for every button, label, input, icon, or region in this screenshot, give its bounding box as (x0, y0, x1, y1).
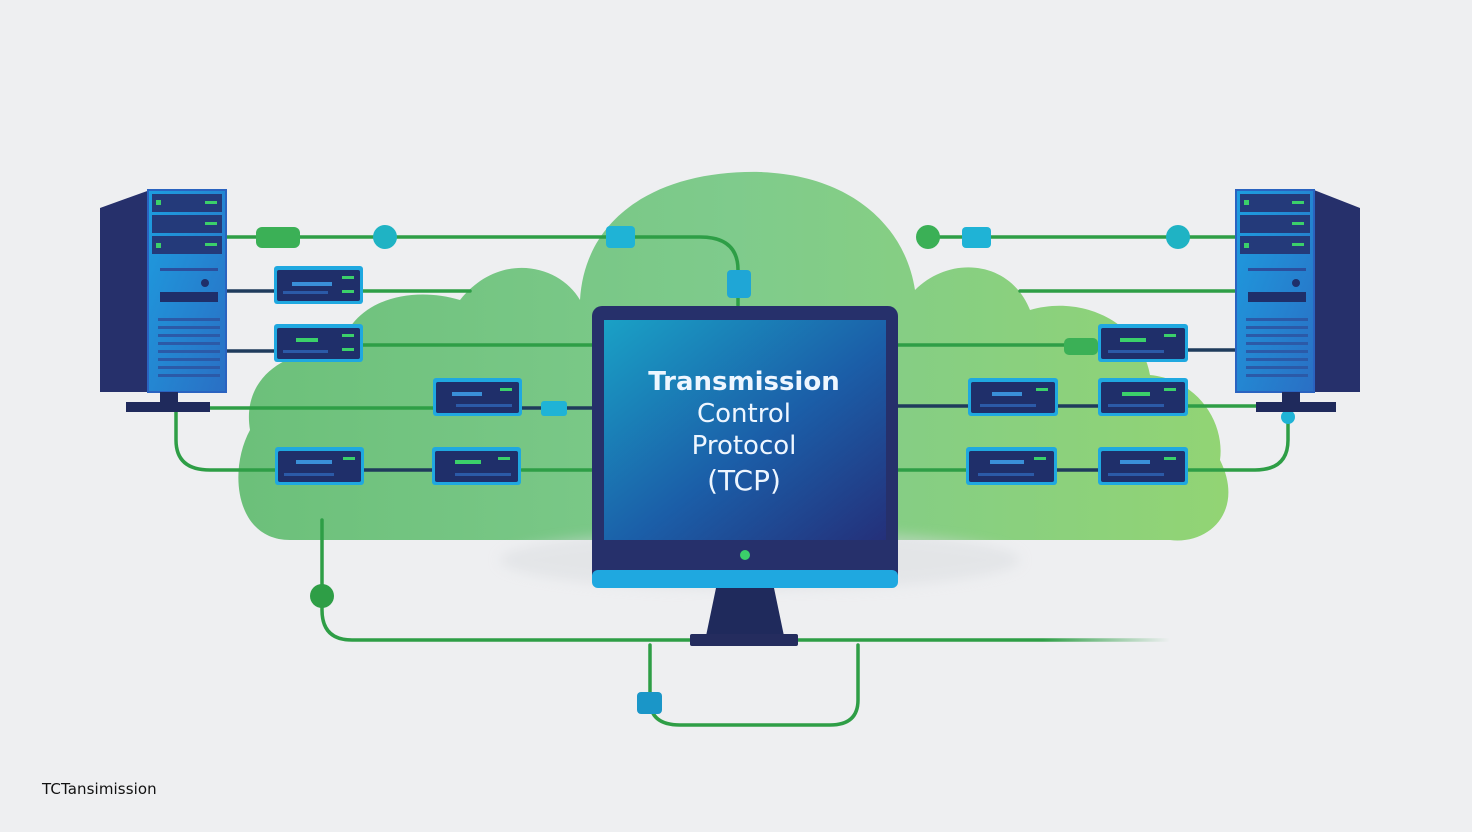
link-node-icon (541, 401, 567, 416)
link-node-icon (1281, 410, 1295, 424)
network-switch-icon (968, 378, 1058, 416)
server-left (100, 189, 227, 412)
monitor-power-led (740, 550, 750, 560)
link-node-icon (373, 225, 397, 249)
monitor-title-line: Protocol (691, 431, 797, 461)
network-switches (274, 266, 1188, 485)
link-node-icon (916, 225, 940, 249)
network-switch-icon (274, 324, 363, 362)
monitor-base (690, 634, 798, 646)
caption-text: TCTansimission (42, 780, 157, 798)
link-node-icon (962, 227, 991, 248)
network-switch-icon (433, 378, 522, 416)
monitor-title: Transmission Control Protocol (TCP) (606, 366, 882, 500)
link-node-icon (637, 692, 662, 714)
link-node-icon (310, 584, 334, 608)
network-switch-icon (1098, 378, 1188, 416)
link-bottom-long (320, 518, 1172, 642)
link-nodes (256, 225, 1295, 714)
link-node-icon (727, 270, 751, 298)
server-left-base (126, 402, 210, 412)
link-node-icon (1064, 338, 1098, 355)
server-left-side (100, 190, 150, 392)
monitor-screen (604, 320, 886, 540)
monitor-title-line: Transmission (648, 367, 840, 397)
network-switch-icon (432, 447, 521, 485)
server-right-base (1256, 402, 1336, 412)
monitor-title-line: (TCP) (707, 464, 781, 497)
network-switch-icon (966, 447, 1057, 485)
monitor-title-line: Control (697, 399, 791, 429)
server-right (1235, 189, 1360, 412)
monitor-stand (706, 588, 784, 636)
monitor-chin (592, 570, 898, 588)
link-top-left (224, 235, 740, 307)
network-switch-icon (1098, 324, 1188, 362)
monitor (592, 306, 898, 646)
link-left-loop (174, 408, 278, 472)
link-node-icon (606, 226, 635, 248)
link-node-icon (256, 227, 300, 248)
network-switch-icon (1098, 447, 1188, 485)
link-node-icon (1166, 225, 1190, 249)
link-bottom-loop (648, 643, 860, 727)
network-switch-icon (275, 447, 364, 485)
network-switch-icon (274, 266, 363, 304)
link-right-loop (1186, 413, 1290, 472)
server-right-side (1314, 190, 1360, 392)
